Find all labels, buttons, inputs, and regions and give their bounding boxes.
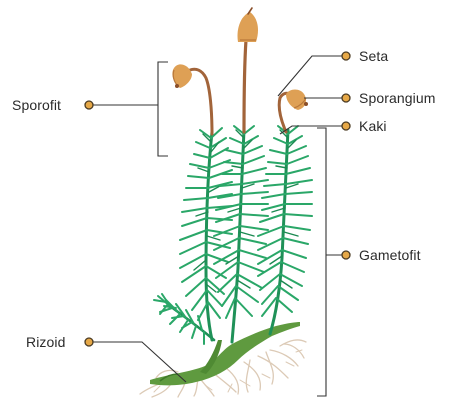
seta-left [190, 69, 212, 134]
gametofit-marker [342, 251, 350, 259]
label-gametofit: Gametofit [359, 247, 421, 263]
sporangium-marker [342, 94, 350, 102]
sporophyte-middle [238, 8, 259, 132]
gametophyte-shoot-middle [214, 126, 268, 342]
gametofit-bracket [317, 128, 326, 396]
capsule-left [172, 64, 192, 88]
label-seta: Seta [359, 48, 388, 64]
capsule-middle [238, 12, 259, 42]
sporophyte-left [172, 64, 212, 134]
sporofit-bracket [158, 62, 168, 156]
label-rizoid: Rizoid [26, 334, 66, 350]
kaki-marker [342, 122, 350, 130]
seta-marker [342, 52, 350, 60]
rizoid-marker [85, 338, 93, 346]
label-sporangium: Sporangium [359, 90, 436, 106]
gametophyte-shoot-left [180, 128, 232, 340]
seta-middle [244, 40, 246, 132]
label-kaki: Kaki [359, 118, 387, 134]
small-shoot [154, 294, 214, 344]
seta-leader [278, 56, 343, 96]
ground-base [150, 322, 300, 385]
label-sporofit: Sporofit [12, 97, 61, 113]
sporofit-marker [85, 101, 93, 109]
